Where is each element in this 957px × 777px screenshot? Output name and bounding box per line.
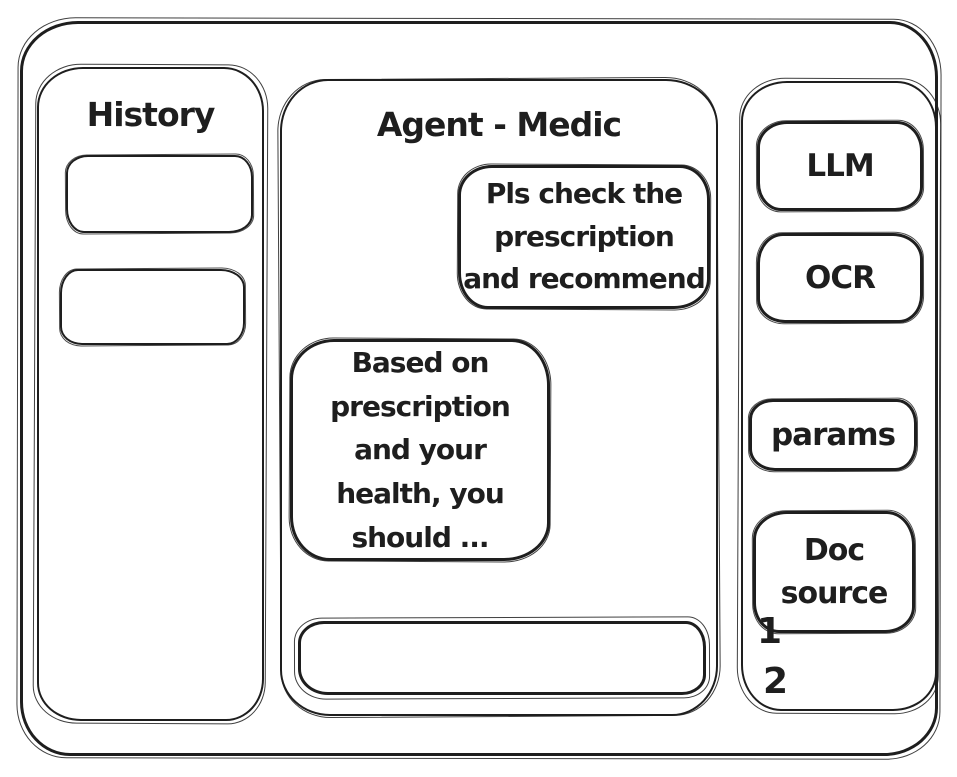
tool-doc-source-button[interactable]: Doc source [753, 511, 915, 633]
user-message-bubble: Pls check the prescription and recommend [458, 165, 710, 309]
tool-llm-label: LLM [806, 147, 874, 184]
history-title: History [86, 95, 216, 134]
annotation-1: 1 [757, 611, 782, 652]
tool-doc-source-label: Doc source [780, 532, 889, 612]
tools-panel: LLM OCR params Doc source 1 2 [741, 81, 937, 711]
user-message-text: Pls check the prescription and recommend [463, 177, 706, 296]
history-item[interactable] [60, 269, 245, 345]
assistant-message-bubble: Based on prescription and your health, y… [290, 339, 550, 561]
history-panel: History [37, 67, 264, 721]
history-item[interactable] [66, 155, 253, 233]
tool-params-button[interactable]: params [749, 399, 917, 471]
tool-params-label: params [770, 416, 896, 453]
assistant-message-text: Based on prescription and your health, y… [330, 345, 511, 554]
tool-ocr-label: OCR [805, 259, 876, 296]
chat-input-wrap [298, 621, 706, 695]
annotation-2: 2 [763, 661, 788, 702]
app-frame: History Agent - Medic Pls check the pres… [20, 21, 938, 756]
tool-llm-button[interactable]: LLM [757, 121, 923, 211]
chat-title: Agent - Medic [376, 105, 622, 144]
chat-panel: Agent - Medic Pls check the prescription… [280, 79, 718, 716]
chat-input[interactable] [298, 621, 706, 695]
tool-ocr-button[interactable]: OCR [757, 233, 923, 323]
